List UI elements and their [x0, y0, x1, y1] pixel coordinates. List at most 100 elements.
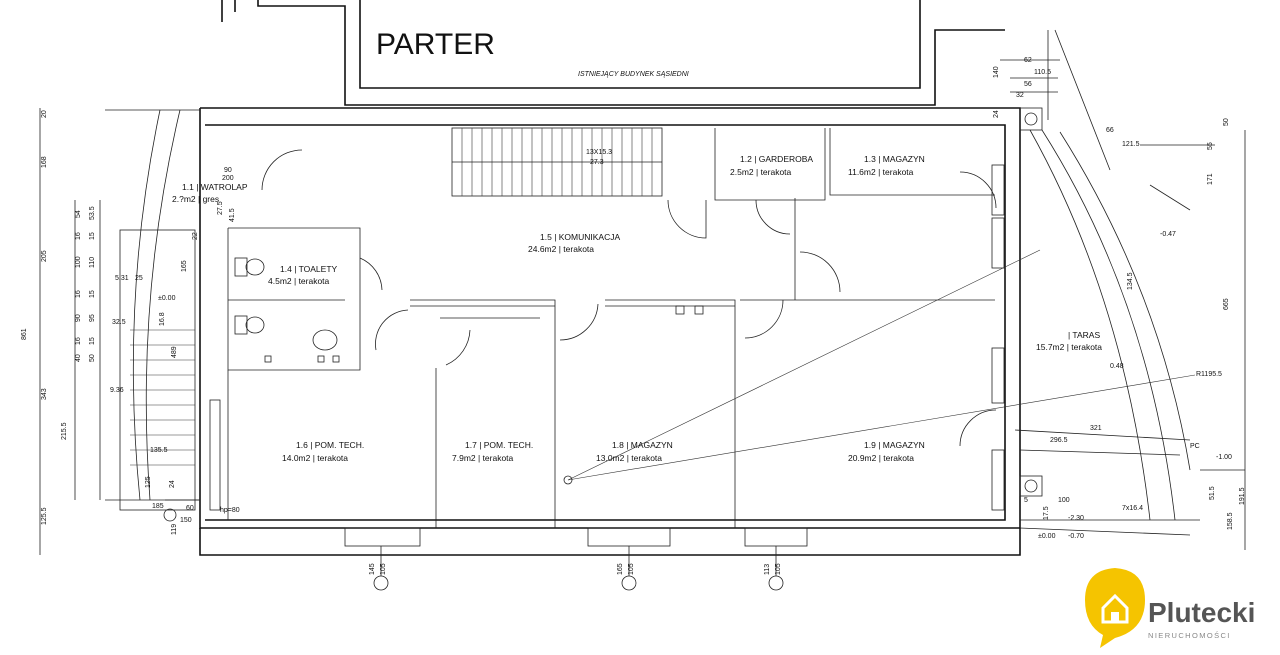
svg-text:165: 165 — [181, 260, 188, 272]
svg-text:296.5: 296.5 — [1050, 437, 1068, 444]
svg-text:1.8 | MAGAZYN: 1.8 | MAGAZYN — [612, 440, 673, 450]
svg-text:16: 16 — [75, 232, 82, 240]
svg-text:16: 16 — [75, 290, 82, 298]
svg-text:20.9m2 | terakota: 20.9m2 | terakota — [848, 453, 914, 463]
level-terrace-4: -0.70 — [1068, 533, 1084, 540]
svg-text:32.5: 32.5 — [112, 319, 126, 326]
svg-text:2.5m2 | terakota: 2.5m2 | terakota — [730, 167, 792, 177]
neighbor-building-label: ISTNIEJĄCY BUDYNEK SĄSIEDNI — [578, 71, 689, 78]
door-dim-90: 90 — [224, 167, 232, 174]
svg-text:15: 15 — [89, 290, 96, 298]
level-terrace-5: ±0.00 — [1038, 533, 1056, 540]
svg-text:15.7m2 | terakota: 15.7m2 | terakota — [1036, 342, 1102, 352]
svg-text:100: 100 — [1058, 497, 1070, 504]
window-dim-2a: 165 — [617, 563, 624, 575]
svg-text:185: 185 — [152, 503, 164, 510]
door-swings — [261, 149, 997, 447]
svg-text:489: 489 — [171, 346, 178, 358]
svg-text:56: 56 — [1024, 81, 1032, 88]
svg-text:41.5: 41.5 — [229, 208, 236, 222]
brand-subtitle: NIERUCHOMOŚCI — [1148, 631, 1231, 640]
svg-text:32: 32 — [1016, 92, 1024, 99]
brand-logo — [1085, 568, 1145, 648]
toilet-fixtures — [234, 257, 340, 363]
svg-text:22: 22 — [192, 232, 199, 240]
svg-text:1.6 | POM. TECH.: 1.6 | POM. TECH. — [296, 440, 364, 450]
stair-label-1: 13X15.3 — [586, 149, 612, 156]
svg-text:53.5: 53.5 — [89, 206, 96, 220]
right-dims: 140 24 62 110.5 56 32 50 665 191.5 158.5… — [993, 57, 1246, 530]
svg-text:7.9m2 | terakota: 7.9m2 | terakota — [452, 453, 514, 463]
left-dim-7: 119 — [171, 524, 178, 535]
bottom-windows — [344, 164, 1005, 547]
svg-text:54: 54 — [75, 210, 82, 218]
left-dim-3: 861 — [21, 328, 28, 340]
window-dim-1b: 105 — [380, 563, 387, 575]
brand-name: Plutecki — [1148, 597, 1255, 628]
plan-title: PARTER — [376, 28, 495, 61]
svg-text:24: 24 — [169, 480, 176, 488]
svg-text:1.9 | MAGAZYN: 1.9 | MAGAZYN — [864, 440, 925, 450]
left-dim-6: 125.5 — [41, 507, 48, 525]
svg-text:5: 5 — [1024, 497, 1028, 504]
left-inner-dims: 54 53.5 16 15 100 110 16 15 90 95 16 15 … — [75, 206, 96, 362]
svg-text:62: 62 — [1024, 57, 1032, 64]
svg-text:171: 171 — [1207, 173, 1214, 185]
left-dim-4: 343 — [41, 388, 48, 400]
room-label-1-5: 1.5 | KOMUNIKACJA 24.6m2 | terakota — [528, 232, 620, 254]
window-dim-3a: 113 — [764, 564, 771, 575]
svg-text:11.6m2 | terakota: 11.6m2 | terakota — [848, 167, 914, 177]
svg-text:16: 16 — [75, 337, 82, 345]
svg-text:14.0m2 | terakota: 14.0m2 | terakota — [282, 453, 348, 463]
room-label-1-8: 1.8 | MAGAZYN 13.0m2 | terakota — [596, 440, 673, 463]
stair-label-2: 27.3 — [590, 159, 604, 166]
terrace-outline — [1000, 29, 1246, 550]
left-dim-2: 205 — [41, 250, 48, 262]
svg-text:1.3 | MAGAZYN: 1.3 | MAGAZYN — [864, 154, 925, 164]
window-dim-2b: 105 — [628, 563, 635, 575]
svg-text:110: 110 — [89, 257, 96, 268]
svg-text:50: 50 — [1223, 118, 1230, 126]
radius-label: R1195.5 — [1196, 371, 1222, 378]
svg-text:66: 66 — [1106, 127, 1114, 134]
svg-text:140: 140 — [993, 66, 1000, 78]
level-terrace-2: -1.00 — [1216, 454, 1232, 461]
neighbor-building-outline — [221, 0, 1005, 106]
left-dim-0: 20 — [41, 110, 48, 118]
house-icon — [1101, 593, 1129, 624]
svg-text:4.5m2 | terakota: 4.5m2 | terakota — [268, 276, 330, 286]
room-label-1-3: 1.3 | MAGAZYN 11.6m2 | terakota — [848, 154, 925, 177]
door-dim-200: 200 — [222, 175, 234, 182]
svg-text:16.8: 16.8 — [159, 312, 166, 326]
svg-text:15: 15 — [89, 337, 96, 345]
np-label: hp=80 — [220, 507, 240, 514]
svg-text:90: 90 — [75, 314, 82, 322]
svg-text:25: 25 — [135, 275, 143, 282]
reference-lines — [563, 249, 1196, 485]
svg-text:1.4 | TOALETY: 1.4 | TOALETY — [280, 264, 338, 274]
svg-text:95: 95 — [89, 314, 96, 322]
svg-text:110.5: 110.5 — [1034, 69, 1051, 76]
main-staircase — [451, 127, 663, 197]
svg-text:134.5: 134.5 — [1127, 272, 1134, 290]
svg-text:13.0m2 | terakota: 13.0m2 | terakota — [596, 453, 662, 463]
svg-text:27.5: 27.5 — [217, 201, 224, 215]
svg-text:158.5: 158.5 — [1227, 512, 1234, 530]
svg-text:135.5: 135.5 — [150, 447, 168, 454]
left-dim-5: 215.5 — [61, 422, 68, 440]
svg-text:40: 40 — [75, 354, 82, 362]
svg-text:| TARAS: | TARAS — [1068, 330, 1100, 340]
window-markers — [373, 546, 784, 591]
room-label-1-6: 1.6 | POM. TECH. 14.0m2 | terakota — [282, 440, 364, 463]
svg-text:50: 50 — [89, 354, 96, 362]
svg-text:1.2 | GARDEROBA: 1.2 | GARDEROBA — [740, 154, 813, 164]
svg-text:321: 321 — [1090, 425, 1102, 432]
svg-text:665: 665 — [1223, 298, 1230, 310]
left-entrance — [39, 108, 221, 555]
window-dim-1a: 145 — [369, 563, 376, 575]
left-dim-1: 168 — [41, 156, 48, 168]
svg-text:24: 24 — [993, 110, 1000, 118]
svg-text:2.?m2 | gres: 2.?m2 | gres — [172, 194, 219, 204]
room-label-taras: | TARAS 15.7m2 | terakota — [1036, 330, 1102, 352]
room-label-1-2: 1.2 | GARDEROBA 2.5m2 | terakota — [730, 154, 813, 177]
